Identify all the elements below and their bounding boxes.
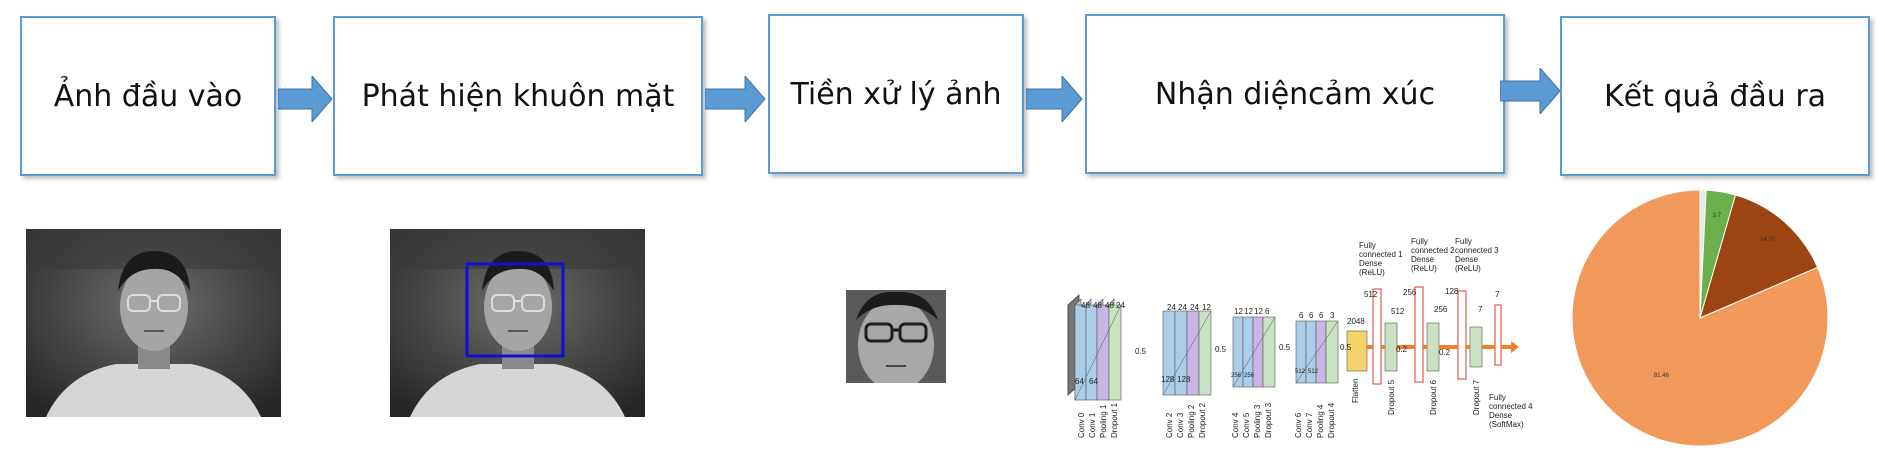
input-photo (26, 229, 281, 417)
step-label: Tiền xử lý ảnh (790, 76, 1002, 112)
step-preprocessing: Tiền xử lý ảnh (768, 14, 1024, 174)
block-size: 12 (1244, 307, 1253, 316)
block-depth: 64 (1075, 377, 1084, 386)
flow-arrow-icon (1500, 68, 1561, 114)
block-size: 24 (1167, 303, 1176, 312)
block-dropout: 0.5 (1279, 343, 1291, 352)
block-depth: 512 (1295, 369, 1306, 375)
dense-title: Fully connected 3 Dense (ReLU) (1455, 237, 1499, 273)
block-dropout: 0.5 (1215, 345, 1227, 354)
layer-label: Conv 7 (1305, 412, 1314, 438)
block-size: 48 (1093, 301, 1102, 310)
block-size: 12 (1234, 307, 1243, 316)
layer-label: Pooling 4 (1316, 404, 1325, 438)
block-size: 6 (1265, 307, 1270, 316)
cropped-face-photo (846, 290, 946, 383)
block-depth: 256 (1231, 373, 1242, 379)
cnn-architecture: 48 48 48 24 64 64 0.5 24 24 24 12 128 12… (1065, 235, 1545, 440)
block-depth: 64 (1089, 377, 1098, 386)
block-size: 48 (1105, 301, 1114, 310)
layer-label: Dropout 7 (1472, 379, 1481, 415)
pie-slice-label: 14.07 (1760, 237, 1776, 243)
pie-slice-label: 3.7 (1713, 213, 1722, 219)
step-emotion-recognition: Nhận diệncảm xúc (1085, 14, 1505, 174)
flow-arrow-icon (705, 76, 766, 122)
block-dropout: 0.5 (1135, 347, 1147, 356)
flow-arrow-icon (278, 76, 333, 122)
block-size: 24 (1178, 303, 1187, 312)
block-size: 48 (1081, 301, 1090, 310)
block-size: 24 (1116, 301, 1125, 310)
block-depth: 256 (1244, 373, 1255, 379)
layer-label: Dropout 6 (1429, 379, 1438, 415)
layer-label: Conv 5 (1242, 412, 1251, 438)
flatten-value: 2048 (1347, 317, 1365, 326)
step-label: Phát hiện khuôn mặt (361, 78, 675, 114)
block-size: 12 (1254, 307, 1263, 316)
conv-block-2 (1162, 310, 1212, 396)
conv-block-3 (1232, 316, 1276, 388)
layer-label: Dropout 2 (1198, 402, 1207, 438)
step-face-detection: Phát hiện khuôn mặt (333, 16, 703, 176)
dense-size: 7 (1495, 290, 1500, 299)
dense-size: 7 (1478, 305, 1483, 314)
layer-label: Dropout 1 (1110, 402, 1119, 438)
conv-block-1 (1074, 298, 1122, 401)
layer-label: Pooling 3 (1253, 404, 1262, 438)
step-label: Kết quả đầu ra (1603, 78, 1827, 114)
dense-size: 512 (1364, 290, 1378, 299)
block-depth: 128 (1177, 375, 1191, 384)
dense-size: 512 (1391, 307, 1405, 316)
dense-title: Fully connected 2 Dense (ReLU) (1411, 237, 1455, 273)
layer-label: Conv 3 (1176, 412, 1185, 438)
step-output: Kết quả đầu ra (1560, 16, 1870, 176)
pie-slice-label: 81.46 (1654, 373, 1670, 379)
block-dropout: 0.5 (1340, 343, 1352, 352)
block-depth: 512 (1308, 369, 1319, 375)
face-bounding-box (465, 262, 565, 358)
layer-label: Conv 1 (1088, 412, 1097, 438)
face-detection-photo (390, 229, 645, 417)
dense-size: 128 (1445, 287, 1459, 296)
layer-label: Dropout 5 (1387, 379, 1396, 415)
block-size: 12 (1202, 303, 1211, 312)
flatten-layer (1346, 330, 1368, 372)
block-size: 6 (1319, 311, 1324, 320)
cnn-diagram-svg (1067, 286, 1519, 401)
layer-label: Flatten (1351, 378, 1360, 403)
conv-block-4 (1295, 320, 1339, 384)
layer-label: Dropout 4 (1327, 402, 1336, 438)
step-label: Nhận diệncảm xúc (1154, 76, 1436, 112)
block-size: 6 (1309, 311, 1314, 320)
dense-size: 256 (1403, 288, 1417, 297)
block-size: 24 (1190, 303, 1199, 312)
pie-slice (1571, 190, 1829, 447)
layer-label: Dropout 3 (1264, 402, 1273, 438)
layer-label: Pooling 2 (1187, 404, 1196, 438)
dense-size: 256 (1434, 305, 1448, 314)
layer-label: Pooling 1 (1099, 404, 1108, 438)
layer-label: Conv 0 (1077, 412, 1086, 438)
step-label: Ảnh đầu vào (53, 78, 243, 114)
layer-label: Conv 6 (1294, 412, 1303, 438)
flow-arrow-icon (1026, 76, 1083, 122)
dense-dropout: 0.2 (1396, 345, 1408, 354)
layer-label: Conv 4 (1231, 412, 1240, 438)
pie-slice (1699, 194, 1819, 319)
dense-title: Fully connected 4 Dense (SoftMax) (1489, 393, 1533, 429)
block-size: 3 (1330, 311, 1335, 320)
block-size: 6 (1299, 311, 1304, 320)
step-input-image: Ảnh đầu vào (20, 16, 276, 176)
dense-dropout: 0.2 (1439, 348, 1451, 357)
dense-title: Fully connected 1 Dense (ReLU) (1359, 241, 1403, 277)
emotion-pie-chart: 3.7 14.07 81.46 (1571, 190, 1829, 447)
layer-label: Conv 2 (1165, 412, 1174, 438)
block-depth: 128 (1161, 375, 1175, 384)
